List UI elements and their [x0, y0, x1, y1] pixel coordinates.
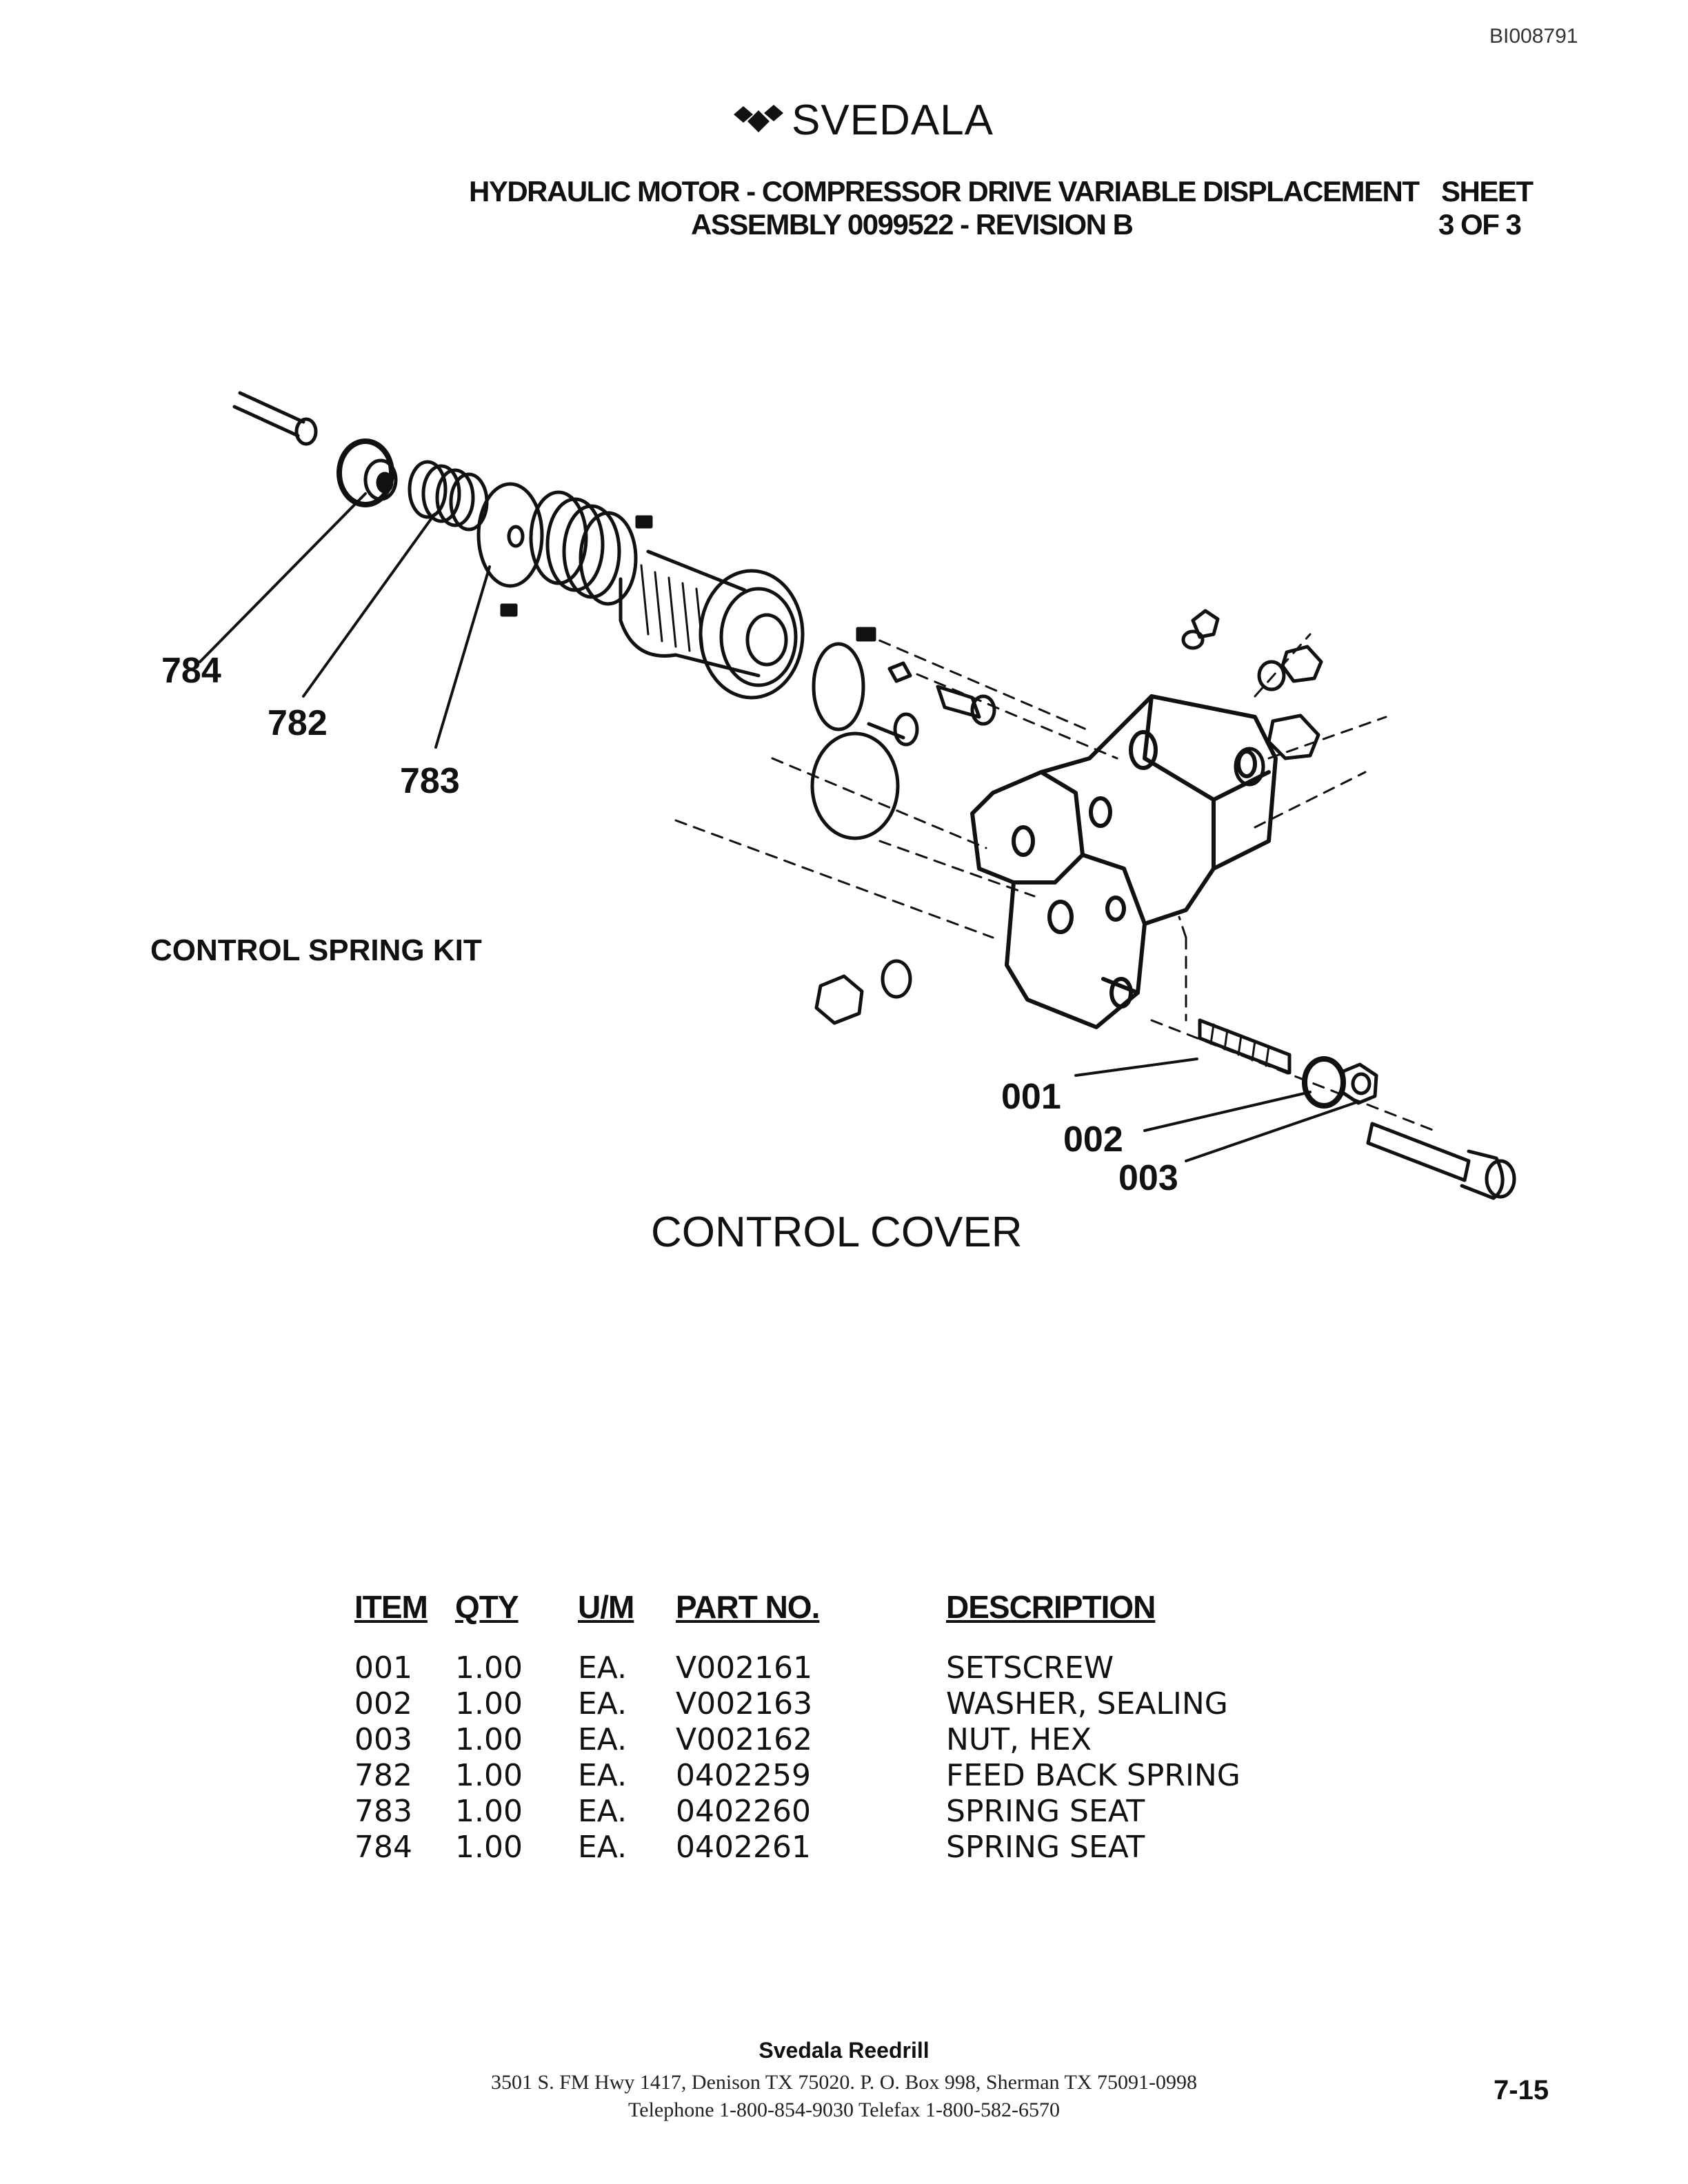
- document-id: BI008791: [1489, 25, 1578, 48]
- cap-screw-part: [1366, 1122, 1516, 1200]
- cell-item: 782: [354, 1758, 412, 1793]
- callout-001: 001: [1001, 1077, 1061, 1117]
- cell-item: 784: [354, 1830, 412, 1865]
- small-screw-part: [500, 603, 518, 617]
- control-cover-housing: [970, 694, 1278, 1029]
- o-ring-large-part: [810, 731, 900, 840]
- cell-qty: 1.00: [455, 1758, 523, 1793]
- cell-um: EA.: [578, 1830, 627, 1865]
- header-qty: QTY: [455, 1589, 519, 1625]
- assembly-guide-lines: [674, 631, 1436, 1132]
- footer-address: 3501 S. FM Hwy 1417, Denison TX 75020. P…: [491, 2071, 1197, 2094]
- shaft-part: [232, 391, 318, 446]
- plug-part: [1234, 714, 1320, 787]
- setscrew-001-part: [1198, 1018, 1292, 1075]
- footer-phone: Telephone 1-800-854-9030 Telefax 1-800-5…: [628, 2099, 1060, 2121]
- cell-item: 002: [354, 1686, 412, 1721]
- cell-qty: 1.00: [455, 1830, 523, 1865]
- cell-um: EA.: [578, 1650, 627, 1686]
- header-description: DESCRIPTION: [946, 1589, 1156, 1625]
- table-row: 003 1.00 EA. V002162 NUT, HEX: [354, 1722, 1305, 1758]
- exploded-view-diagram: 784 782 783 001 002 003: [161, 391, 1516, 1200]
- plug-part: [814, 959, 912, 1025]
- o-ring-part: [812, 642, 865, 731]
- header-part-no: PART NO.: [676, 1589, 820, 1625]
- cell-description: SPRING SEAT: [946, 1794, 1145, 1829]
- page-number: 7-15: [1494, 2075, 1549, 2105]
- cell-item: 003: [354, 1722, 412, 1757]
- cell-part-no: 0402259: [676, 1758, 811, 1793]
- table-row: 784 1.00 EA. 0402261 SPRING SEAT: [354, 1830, 1305, 1866]
- cell-um: EA.: [578, 1722, 627, 1757]
- cell-part-no: 0402260: [676, 1794, 811, 1829]
- document-title-line-1: HYDRAULIC MOTOR - COMPRESSOR DRIVE VARIA…: [469, 175, 1420, 208]
- sheet-number: 3 OF 3: [1438, 208, 1522, 241]
- control-spring-kit-label: CONTROL SPRING KIT: [150, 933, 482, 967]
- cell-qty: 1.00: [455, 1686, 523, 1721]
- cell-um: EA.: [578, 1686, 627, 1721]
- table-row: 002 1.00 EA. V002163 WASHER, SEALING: [354, 1686, 1305, 1722]
- callout-003: 003: [1118, 1158, 1178, 1198]
- washer-002-part: [1302, 1056, 1346, 1109]
- cell-part-no: V002163: [676, 1686, 813, 1721]
- small-screw-part: [635, 515, 653, 529]
- cell-qty: 1.00: [455, 1722, 523, 1757]
- hex-nut-003-part: [1340, 1062, 1378, 1105]
- spring-seat-784-part: [336, 438, 398, 507]
- control-cover-label: CONTROL COVER: [651, 1209, 1023, 1256]
- control-spring-part: [529, 490, 638, 606]
- cell-item: 001: [354, 1650, 412, 1686]
- plug-part: [1257, 645, 1323, 691]
- table-header-row: ITEM QTY U/M PART NO. DESCRIPTION: [354, 1588, 1305, 1650]
- footer-company-name: Svedala Reedrill: [758, 2038, 930, 2063]
- sheet-label: SHEET: [1441, 175, 1534, 208]
- cell-description: WASHER, SEALING: [946, 1686, 1228, 1721]
- svedala-logo: SVEDALA: [731, 94, 994, 146]
- table-row: 783 1.00 EA. 0402260 SPRING SEAT: [354, 1794, 1305, 1830]
- pin-part: [856, 627, 996, 726]
- cell-description: FEED BACK SPRING: [946, 1758, 1240, 1793]
- pin-part: [867, 712, 919, 747]
- cell-qty: 1.00: [455, 1794, 523, 1829]
- callout-782: 782: [268, 703, 328, 743]
- feed-back-spring-782-part: [408, 460, 489, 532]
- cell-um: EA.: [578, 1794, 627, 1829]
- svedala-diamond-logo-icon: [734, 105, 783, 132]
- cell-description: NUT, HEX: [946, 1722, 1092, 1757]
- spring-seat-783-part: [476, 482, 544, 588]
- spool-piston-part: [619, 549, 805, 700]
- header-item: ITEM: [354, 1589, 428, 1625]
- plug-part: [1181, 609, 1220, 650]
- cell-part-no: V002162: [676, 1722, 813, 1757]
- header-um: U/M: [578, 1589, 634, 1625]
- callout-784: 784: [161, 651, 221, 691]
- callout-783: 783: [400, 761, 460, 801]
- table-row: 001 1.00 EA. V002161 SETSCREW: [354, 1650, 1305, 1686]
- logo-text: SVEDALA: [792, 96, 994, 144]
- document-title-line-2: ASSEMBLY 0099522 - REVISION B: [691, 208, 1134, 241]
- cell-description: SETSCREW: [946, 1650, 1114, 1686]
- table-row: 782 1.00 EA. 0402259 FEED BACK SPRING: [354, 1758, 1305, 1794]
- leader-lines: [199, 492, 1360, 1162]
- cell-um: EA.: [578, 1758, 627, 1793]
- callout-002: 002: [1063, 1120, 1123, 1160]
- cell-item: 783: [354, 1794, 412, 1829]
- cell-description: SPRING SEAT: [946, 1830, 1145, 1865]
- cell-part-no: 0402261: [676, 1830, 811, 1865]
- cell-qty: 1.00: [455, 1650, 523, 1686]
- cell-part-no: V002161: [676, 1650, 813, 1686]
- parts-list-table: ITEM QTY U/M PART NO. DESCRIPTION 001 1.…: [354, 1588, 1305, 1866]
